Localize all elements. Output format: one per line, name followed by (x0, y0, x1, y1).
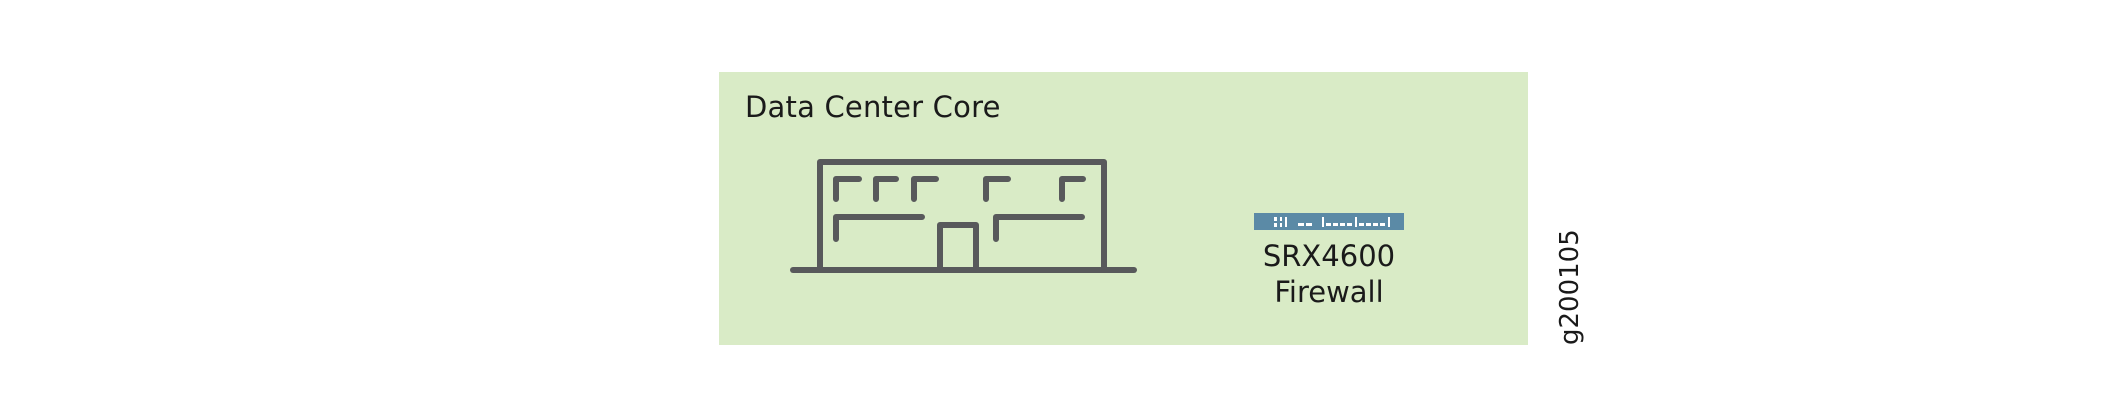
firewall-model: SRX4600 (1262, 239, 1396, 273)
zone-title: Data Center Core (745, 90, 1001, 124)
data-center-core-zone: Data Center Core (719, 72, 1528, 345)
data-center-building-icon (790, 159, 1137, 273)
firewall-type: Firewall (1274, 275, 1384, 309)
srx-firewall-device-icon (1254, 213, 1404, 230)
figure-id: g200105 (1555, 229, 1585, 345)
firewall-label: SRX4600 Firewall (1209, 238, 1449, 310)
